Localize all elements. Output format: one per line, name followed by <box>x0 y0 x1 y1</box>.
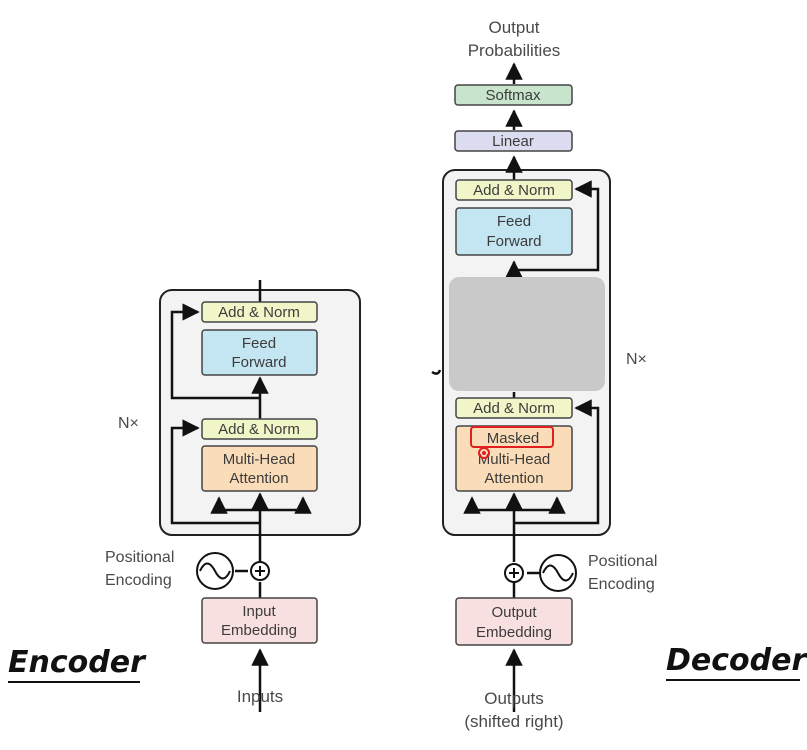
decoder-output-label-2: Probabilities <box>468 41 561 60</box>
decoder-embedding-label-1: Output <box>491 604 537 621</box>
decoder-softmax-label: Softmax <box>485 87 541 104</box>
encoder-attention-label-1: Multi-Head <box>223 451 296 468</box>
decoder: Output Probabilities Softmax Linear Add … <box>431 18 807 731</box>
decoder-linear <box>454 130 573 152</box>
encoder-add-norm-bottom <box>201 418 318 440</box>
decoder-add-norm-bottom <box>455 397 573 419</box>
masked-highlight-box <box>470 426 554 448</box>
encoder-positional-label-2: Encoding <box>105 572 172 589</box>
encoder-add-norm-bottom-label: Add & Norm <box>218 421 300 438</box>
encoder-add-norm-top-label: Add & Norm <box>218 304 300 321</box>
encoder-feed-forward-label-2: Forward <box>231 354 286 371</box>
encoder-embedding-label-1: Input <box>242 603 276 620</box>
decoder-inputs-label-2: (shifted right) <box>464 712 563 731</box>
decoder-embedding-label-2: Embedding <box>476 624 552 641</box>
decoder-positional-label-1: Positional <box>588 553 657 570</box>
decoder-inputs-label-1: Outputs <box>484 689 544 708</box>
decoder-title: Decoder <box>666 643 807 678</box>
encoder-inputs-label: Inputs <box>237 687 283 706</box>
encoder-attention <box>201 445 318 492</box>
decoder-masked-label-2: Multi-Head <box>478 451 551 468</box>
decoder-linear-label: Linear <box>492 133 534 150</box>
encoder-positional-label-1: Positional <box>105 549 174 566</box>
decoder-masked-label-3: Attention <box>484 470 543 487</box>
redaction-overlay <box>449 277 605 391</box>
cursor-dot <box>478 447 490 459</box>
decoder-softmax <box>454 84 573 106</box>
decoder-feed-forward-label-2: Forward <box>486 233 541 250</box>
encoder-embedding-label-2: Embedding <box>221 622 297 639</box>
encoder-title: Encoder <box>8 645 147 680</box>
decoder-add-norm-top <box>455 179 573 201</box>
encoder-attention-label-2: Attention <box>229 470 288 487</box>
encoder-feed-forward-label-1: Feed <box>242 335 276 352</box>
encoder-input-embedding <box>201 597 318 644</box>
decoder-output-embedding <box>455 597 573 646</box>
encoder: Add & Norm Feed Forward Add & Norm Multi… <box>8 280 361 712</box>
decoder-repeat-label: N× <box>626 351 647 368</box>
decoder-add-norm-bottom-label: Add & Norm <box>473 400 555 417</box>
decoder-output-label-1: Output <box>488 18 539 37</box>
encoder-add-norm-top <box>201 301 318 323</box>
decoder-add-norm-top-label: Add & Norm <box>473 182 555 199</box>
decoder-feed-forward <box>455 207 573 256</box>
decoder-positional-label-2: Encoding <box>588 576 655 593</box>
decoder-masked-label-1: Masked <box>487 430 540 447</box>
decoder-connectors <box>431 62 600 712</box>
encoder-repeat-label: N× <box>118 415 139 432</box>
encoder-feed-forward <box>201 329 318 376</box>
decoder-feed-forward-label-1: Feed <box>497 213 531 230</box>
